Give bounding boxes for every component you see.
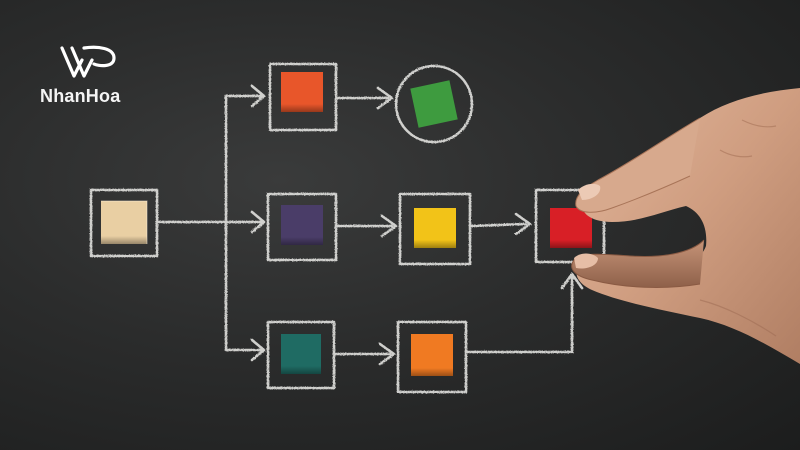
block-start — [101, 200, 148, 244]
block-mid-1 — [281, 205, 323, 245]
chalk-arrow-to-bottom — [224, 338, 266, 362]
chalk-box-mid-3 — [534, 188, 606, 264]
chalk-arrow-mid-1-2 — [336, 214, 398, 238]
block-mid-2 — [414, 208, 456, 248]
block-group — [101, 72, 592, 376]
chalk-arrow-to-top — [224, 84, 266, 108]
thumb-nail — [574, 253, 598, 269]
nhanhoa-w-logo-icon — [60, 45, 116, 78]
chalk-arrow-top-1-2 — [336, 86, 394, 110]
block-mid-3 — [550, 208, 592, 248]
block-top-2 — [410, 80, 458, 128]
brand-logo: NhanHoa — [40, 42, 150, 114]
thumb — [571, 239, 705, 288]
chalk-box-mid-2 — [398, 192, 472, 266]
chalk-arrow-to-mid — [224, 210, 266, 234]
chalk-box-bottom-2 — [396, 320, 468, 394]
block-bottom-2 — [411, 334, 453, 376]
chalk-box-bottom-1 — [266, 320, 336, 390]
chalk-arrow-bottom-1-2 — [334, 342, 396, 366]
chalk-box-mid-1 — [266, 192, 338, 262]
chalk-box-top-1 — [268, 62, 338, 132]
brand-name: NhanHoa — [40, 86, 121, 106]
block-bottom-1 — [281, 334, 321, 374]
chalk-circle-goal — [394, 64, 474, 144]
index-finger — [575, 117, 701, 213]
chalk-arrow-mid-2-3 — [470, 212, 532, 236]
index-nail — [578, 183, 601, 200]
chalk-arrow-bottom-to-mid-3 — [466, 272, 584, 354]
block-top-1 — [281, 72, 323, 112]
